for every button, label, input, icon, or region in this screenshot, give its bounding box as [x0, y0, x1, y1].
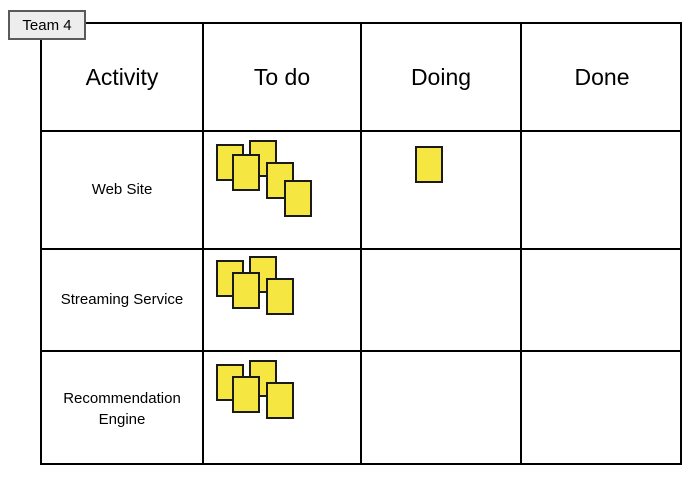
- board-table: Activity To do Doing Done Web Site Strea…: [40, 22, 682, 465]
- cell-done-recommendation-engine[interactable]: [522, 352, 682, 467]
- column-header-activity-label: Activity: [85, 63, 159, 90]
- column-header-activity: Activity: [42, 24, 202, 130]
- cell-todo-streaming-service[interactable]: [204, 250, 360, 350]
- activity-label-2: Recommendation Engine: [63, 390, 181, 428]
- sticky-note[interactable]: [232, 272, 260, 309]
- sticky-note[interactable]: [266, 278, 294, 315]
- column-header-done: Done: [522, 24, 682, 130]
- cell-done-website[interactable]: [522, 132, 682, 248]
- sticky-note[interactable]: [232, 376, 260, 413]
- cell-done-streaming-service[interactable]: [522, 250, 682, 350]
- cell-todo-websites[interactable]: [204, 132, 360, 248]
- column-header-todo-label: To do: [253, 63, 311, 90]
- activity-label-1: Streaming Service: [60, 290, 184, 308]
- team-tab[interactable]: Team 4: [8, 10, 86, 40]
- row-separator-2: [42, 350, 680, 352]
- column-header-done-label: Done: [574, 63, 630, 90]
- sticky-note[interactable]: [266, 382, 294, 419]
- column-separator-1: [202, 24, 204, 463]
- team-tab-label: Team 4: [22, 16, 72, 34]
- row-separator-1: [42, 248, 680, 250]
- sticky-note[interactable]: [232, 154, 260, 191]
- activity-label-0: Web Site: [91, 180, 153, 198]
- sticky-note[interactable]: [284, 180, 312, 217]
- cell-doing-streaming-service[interactable]: [362, 250, 520, 350]
- column-header-doing: Doing: [362, 24, 520, 130]
- cell-doing-website[interactable]: [362, 132, 520, 248]
- column-header-doing-label: Doing: [410, 63, 472, 90]
- cell-doing-recommendation-engine[interactable]: [362, 352, 520, 467]
- column-header-todo: To do: [204, 24, 360, 130]
- column-separator-2: [360, 24, 362, 463]
- row-separator-header: [42, 130, 680, 132]
- cell-todo-recommendation-engine[interactable]: [204, 352, 360, 467]
- sticky-note[interactable]: [415, 146, 443, 183]
- activity-label-cell-1: Streaming Service: [42, 250, 202, 350]
- column-separator-3: [520, 24, 522, 463]
- activity-label-cell-2: Recommendation Engine: [42, 352, 202, 467]
- activity-label-cell-0: Web Site: [42, 132, 202, 248]
